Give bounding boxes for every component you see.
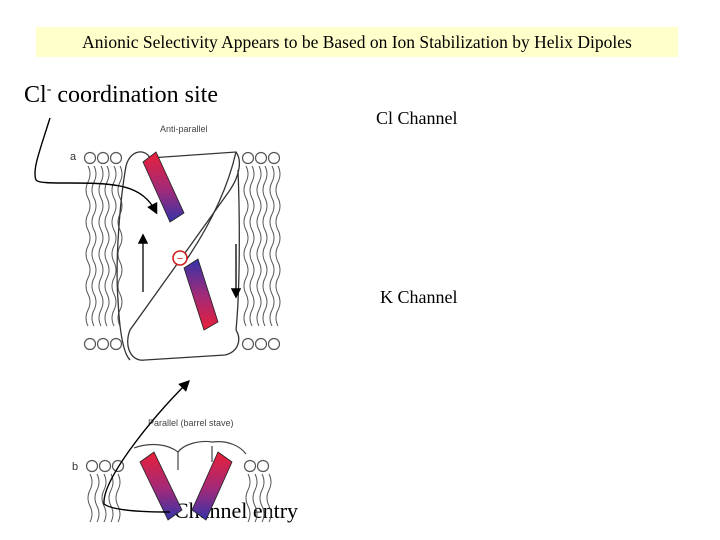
panel-a-caption: Anti-parallel (160, 124, 208, 134)
cl-channel-label: Cl Channel (376, 108, 458, 128)
slide-title: Anionic Selectivity Appears to be Based … (36, 27, 678, 57)
barrel-outline (133, 440, 247, 470)
cl-symbol: Cl (24, 82, 47, 108)
cl-site-arrow (34, 117, 158, 215)
channel-entry-arrow (103, 380, 190, 513)
panel-a-letter: a (70, 151, 77, 163)
dipole-arrows (137, 233, 242, 299)
lipid-tails-right (243, 165, 281, 327)
helix-2 (183, 258, 219, 331)
lipid-tails-bottom (87, 473, 272, 523)
lipid-heads-top-left (83, 151, 123, 351)
lipid-heads-bottom (85, 459, 270, 473)
helix-4 (191, 451, 233, 521)
lipid-heads-top-right (241, 151, 281, 351)
k-channel-label: K Channel (380, 287, 458, 307)
lipid-tails-left (85, 165, 123, 327)
helix-1 (142, 151, 185, 223)
panel-b-caption: Parallel (barrel stave) (148, 418, 234, 428)
cl-charge: - (46, 82, 52, 97)
parallel-helices (139, 451, 233, 521)
ion-charge: − (177, 253, 183, 265)
panel-b-letter: b (72, 461, 78, 473)
helix-3 (139, 451, 183, 521)
antiparallel-helices (142, 151, 219, 331)
callout-arrows (34, 117, 190, 513)
coordination-site-text: coordination site (51, 82, 218, 108)
cl-coordination-site-label: Cl- coordination site (24, 82, 218, 109)
slide-title-text: Anionic Selectivity Appears to be Based … (82, 31, 632, 52)
chloride-ion: − (172, 250, 188, 266)
